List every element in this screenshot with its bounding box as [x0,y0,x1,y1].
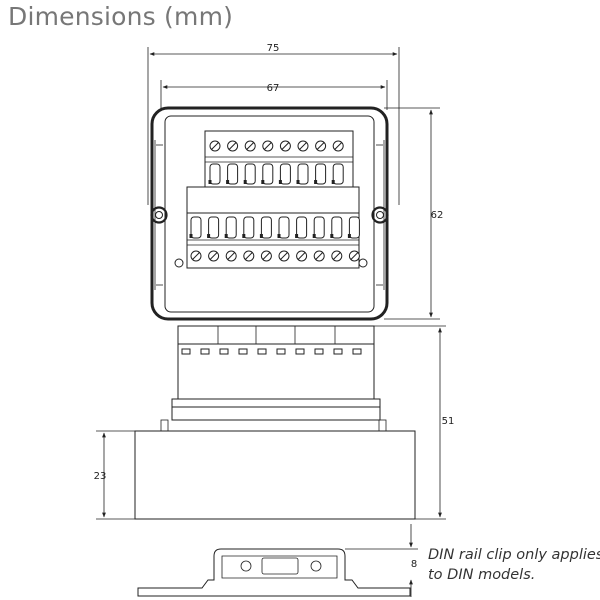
lower-terminal-latch [347,234,351,238]
upper-terminal-latch [261,180,265,184]
lower-terminal-latch [189,234,193,238]
side-connector-slot [276,348,286,355]
upper-terminal-slot [279,163,291,185]
side-connector-slot [352,348,362,355]
side-connector-slots [181,348,362,355]
dim-label-62: 62 [431,210,444,221]
upper-terminal-latch [278,180,282,184]
lower-terminal-slots [189,216,360,239]
side-connector-slot [219,348,229,355]
lower-terminal-screw-slot [297,252,306,260]
side-connector-slot [314,348,324,355]
upper-terminal-screw-slot [334,142,343,150]
lower-terminal-screw-slot [192,252,200,260]
upper-terminal-latch [243,180,247,184]
dim-label-23: 23 [94,471,107,482]
dim-label-8: 8 [411,559,417,570]
upper-terminal-screw-slot [299,142,307,150]
din-rail-note: DIN rail clip only applies to DIN models… [428,545,600,585]
lower-terminal-screw-slot [244,252,253,260]
upper-terminal-latch [208,180,212,184]
upper-terminal-screw-slot [246,142,255,150]
din-rail-clip [137,548,411,597]
lower-terminal-slot [190,216,202,239]
upper-terminal-screw-slot [263,142,272,150]
side-connector-slot [333,348,343,355]
din-rail-note-line-1: DIN rail clip only applies [428,547,600,563]
upper-terminal-latch [296,180,300,184]
upper-terminal-screw-slot [316,142,325,150]
upper-terminal-screw-slot [281,142,290,150]
front-view [147,47,440,321]
lower-terminal-slot [225,216,237,239]
dim-label-51: 51 [442,416,455,427]
side-connector-slot [257,348,267,355]
lower-terminal-screw-slot [209,252,218,260]
lower-terminal-screw-slot [332,252,341,260]
lower-terminal-screw-slot [350,252,359,260]
lower-terminal-screw-slot [262,252,271,260]
upper-terminal-screw-slot [228,142,237,150]
lower-terminal-latch [295,234,299,238]
lower-terminal-screws [190,250,360,262]
upper-terminal-slots [208,163,344,185]
lower-terminal-slot [296,216,308,239]
upper-terminal-slot [262,163,274,185]
side-connector-slot [200,348,210,355]
lower-terminal-slot [260,216,272,239]
lower-terminal-latch [207,234,211,238]
lower-terminal-screw-slot [280,252,288,260]
lower-terminal-slot [208,216,220,239]
upper-terminal-slot [244,163,256,185]
lower-terminal-slot [243,216,255,239]
lower-terminal-screw-slot [315,252,324,260]
upper-terminal-latch [314,180,318,184]
upper-terminal-latch [226,180,230,184]
lower-terminal-latch [330,234,334,238]
din-rail-note-line-2: to DIN models. [428,567,536,583]
upper-terminal-screws [209,140,344,152]
lower-terminal-screw-slot [227,252,236,260]
lower-terminal-slot [348,216,360,239]
upper-terminal-slot [332,163,344,185]
dim-label-67: 67 [267,83,280,94]
lower-terminal-slot [331,216,343,239]
upper-terminal-slot [227,163,239,185]
upper-terminal-slot [297,163,309,185]
upper-terminal-screw-slot [211,142,219,150]
dim-label-75: 75 [267,43,280,54]
lower-terminal-latch [224,234,228,238]
lower-terminal-latch [259,234,263,238]
lower-terminal-latch [277,234,281,238]
side-connector-slot [295,348,305,355]
upper-terminal-slot [209,163,221,185]
lower-terminal-latch [242,234,246,238]
side-connector-slot [181,348,191,355]
lower-terminal-slot [313,216,325,239]
diagram-title: Dimensions (mm) [8,2,234,31]
lower-terminal-latch [312,234,316,238]
lower-terminal-slot [278,216,290,239]
upper-terminal-latch [331,180,335,184]
upper-terminal-slot [315,163,327,185]
side-view [96,325,446,597]
side-connector-slot [238,348,248,355]
